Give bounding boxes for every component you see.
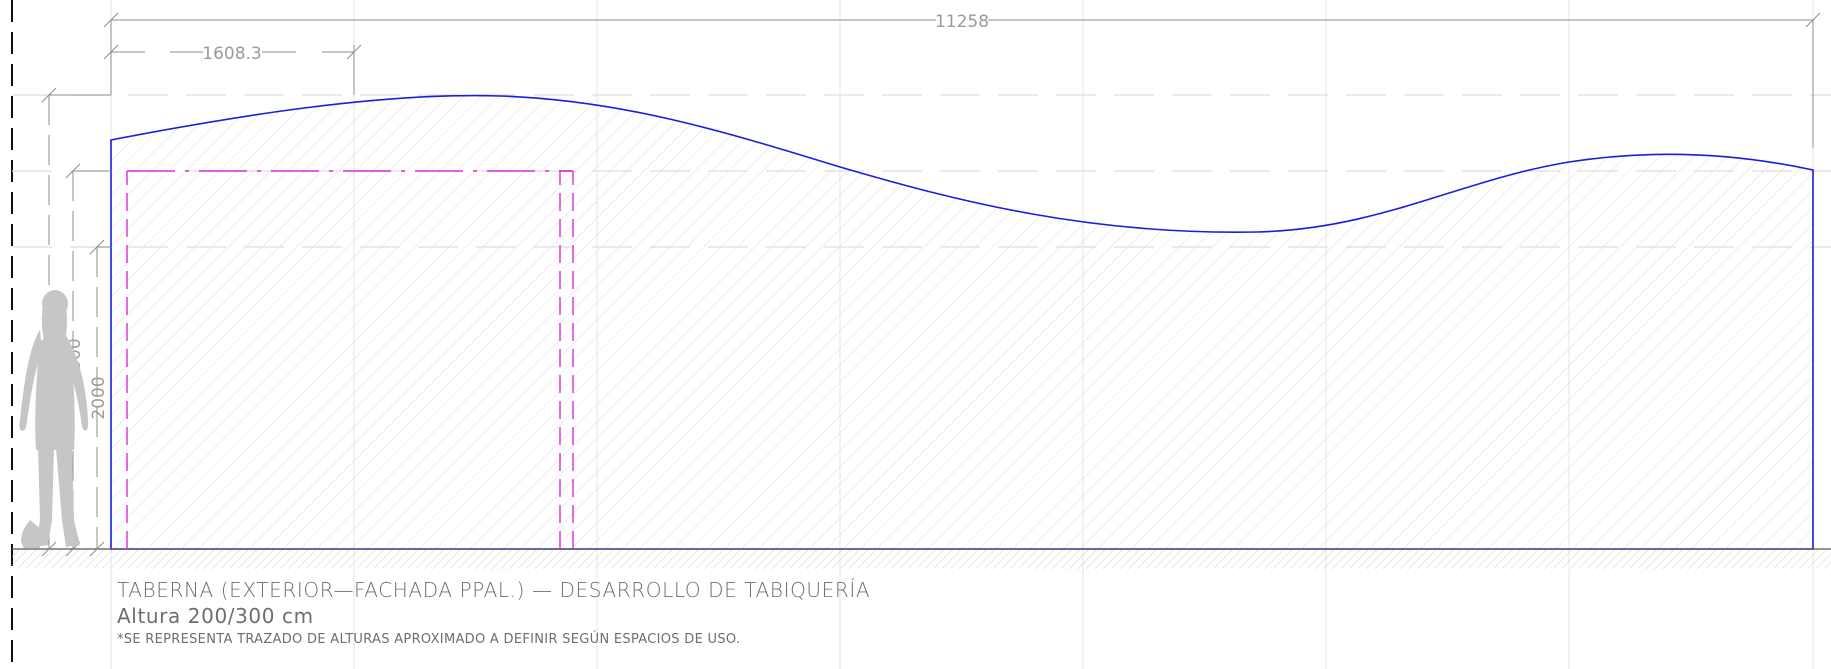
drawing-subtitle: Altura 200/300 cm	[117, 604, 314, 628]
wall-outline	[110, 94, 1814, 550]
door-opening	[126, 170, 574, 549]
title-block: TABERNA (EXTERIOR—FACHADA PPAL.) — DESAR…	[117, 578, 870, 649]
drawing-title: TABERNA (EXTERIOR—FACHADA PPAL.) — DESAR…	[117, 578, 871, 602]
wall-hatch	[111, 95, 1813, 549]
dimension-panel-width-label: 1608.3	[202, 44, 261, 64]
dimension-panel-width	[103, 44, 362, 95]
ground-hatch	[12, 550, 1831, 569]
dimension-total-width	[103, 12, 1821, 148]
dimension-height-2000-label: 2000	[89, 376, 109, 419]
dimension-total-width-label: 11258	[935, 12, 989, 32]
drawing-note: *SE REPRESENTA TRAZADO DE ALTURAS APROXI…	[117, 632, 741, 647]
human-silhouette-icon	[19, 290, 89, 548]
